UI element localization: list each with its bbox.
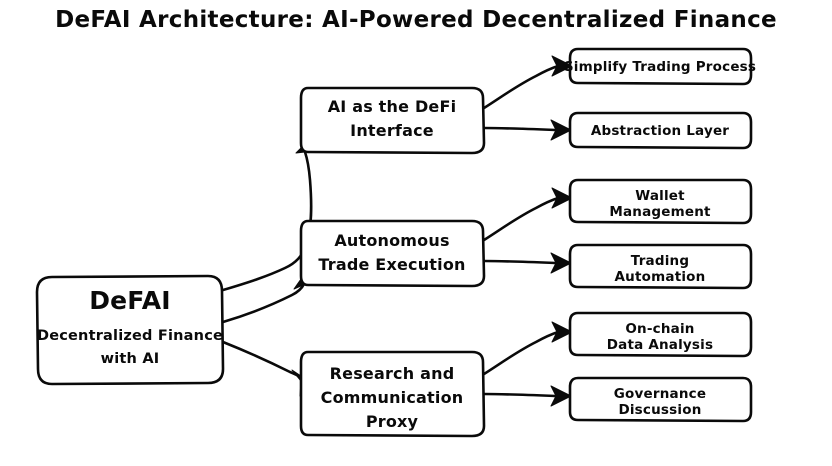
leaf-1-1-label-line1: Simplify Trading Process [564, 59, 756, 75]
root-node-subtitle-line1: Decentralized Finance [37, 328, 223, 344]
arrowhead-branch-1-to-leaf-1 [551, 55, 573, 77]
arrowhead-branch-3-to-leaf-1 [551, 321, 573, 343]
edge-branch-3-to-leaf-1 [482, 330, 560, 376]
leaf-2-2-label-line1: Trading [631, 253, 689, 269]
edge-branch-2-to-leaf-1 [482, 196, 560, 242]
edge-branch-3-to-leaf-2 [482, 392, 558, 398]
node-branch-ai-as-the-defi-interface[interactable]: AI as the DeFi Interface [299, 86, 486, 155]
arrowhead-branch-3-to-leaf-2 [550, 385, 572, 407]
leaf-2-1-label-line2: Management [609, 204, 711, 220]
node-leaf-wallet-management[interactable]: Wallet Management [568, 178, 753, 225]
node-branch-research-and-communication-proxy[interactable]: Research and Communication Proxy [299, 350, 486, 438]
node-root-defai[interactable]: DeFAI Decentralized Finance with AI [35, 274, 225, 386]
edge-group-branch-1 [482, 55, 573, 141]
edge-root-to-branch-1 [221, 150, 313, 292]
branch-1-label-line2: Interface [350, 121, 434, 140]
branch-3-label-line1: Research and [330, 364, 455, 383]
edge-root-to-branch-3 [221, 340, 304, 380]
leaf-3-2-box[interactable] [568, 376, 753, 423]
node-leaf-on-chain-data-analysis[interactable]: On-chain Data Analysis [568, 311, 753, 358]
node-leaf-abstraction-layer[interactable]: Abstraction Layer [568, 111, 753, 150]
edge-group-branch-2 [482, 187, 573, 274]
root-node-title: DeFAI [89, 286, 171, 315]
root-node-subtitle-line2: with AI [101, 351, 160, 367]
node-leaf-trading-automation[interactable]: Trading Automation [568, 243, 753, 290]
edge-branch-1-to-leaf-1 [482, 64, 560, 110]
edge-branch-1-to-leaf-2 [482, 126, 558, 132]
diagram-title: DeFAI Architecture: AI-Powered Decentral… [55, 7, 777, 33]
branch-2-label-line2: Trade Execution [318, 255, 465, 274]
edge-root-to-branch-2 [221, 282, 306, 324]
branch-1-label-line1: AI as the DeFi [328, 97, 457, 116]
leaf-2-2-label-line2: Automation [615, 269, 706, 285]
leaf-1-2-box[interactable] [568, 111, 753, 150]
leaf-3-1-label-line2: Data Analysis [607, 337, 713, 353]
branch-1-box[interactable] [299, 86, 486, 155]
node-branch-autonomous-trade-execution[interactable]: Autonomous Trade Execution [299, 219, 486, 288]
leaf-3-2-label-line2: Discussion [618, 402, 701, 418]
leaf-3-1-label-line1: On-chain [625, 321, 694, 337]
branch-3-box[interactable] [299, 350, 486, 438]
arrowhead-branch-1-to-leaf-2 [550, 119, 572, 141]
leaf-2-1-label-line1: Wallet [635, 188, 685, 204]
leaf-2-2-box[interactable] [568, 243, 753, 290]
edge-branch-2-to-leaf-2 [482, 259, 558, 265]
leaf-2-1-box[interactable] [568, 178, 753, 225]
branch-3-label-line3: Proxy [366, 412, 419, 431]
branch-3-label-line2: Communication [321, 388, 464, 407]
node-leaf-governance-discussion[interactable]: Governance Discussion [568, 376, 753, 423]
leaf-3-1-box[interactable] [568, 311, 753, 358]
branch-2-box[interactable] [299, 219, 486, 288]
leaf-1-1-box[interactable] [568, 47, 753, 86]
edge-group-branch-3 [482, 321, 573, 407]
leaf-1-2-label-line1: Abstraction Layer [591, 123, 729, 139]
arrowhead-branch-2-to-leaf-1 [551, 187, 573, 209]
leaf-3-2-label-line1: Governance [614, 386, 706, 402]
arrowhead-branch-2-to-leaf-2 [550, 252, 572, 274]
node-leaf-simplify-trading-process[interactable]: Simplify Trading Process [564, 47, 756, 86]
root-node-box[interactable] [35, 274, 225, 386]
branch-2-label-line1: Autonomous [334, 231, 449, 250]
